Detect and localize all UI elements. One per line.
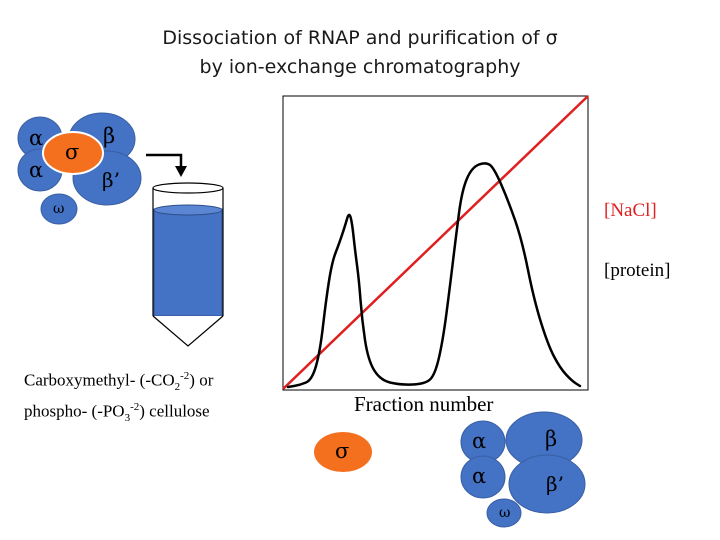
column-walls xyxy=(152,188,224,316)
transfer-arrowhead xyxy=(175,166,187,177)
column-rim xyxy=(152,182,224,194)
core-omega-subunit xyxy=(486,498,522,528)
core-alpha-subunit-2 xyxy=(460,455,506,499)
chart-frame xyxy=(282,95,589,391)
beta-label: β xyxy=(103,124,116,148)
core-enzyme-complex xyxy=(460,411,586,528)
core-omega-label: ω xyxy=(499,505,511,521)
core-alpha-label-1: α xyxy=(472,429,487,453)
title-line-2: by ion-exchange chromatography xyxy=(199,56,521,78)
resin-caption-line-2: phospho- (-PO3-2) cellulose xyxy=(24,397,213,428)
caption-1-suffix: ) or xyxy=(189,370,214,390)
sigma-subunit xyxy=(42,131,104,175)
elution-chart xyxy=(282,95,589,391)
title-line-1: Dissociation of RNAP and purification of… xyxy=(162,27,558,49)
caption-2-prefix: phospho- (-PO xyxy=(24,401,125,421)
chromatography-column xyxy=(152,182,224,347)
free-sigma xyxy=(314,432,372,472)
column-resin xyxy=(153,208,223,317)
holoenzyme-complex xyxy=(17,112,142,225)
caption-2-sup: -2 xyxy=(130,401,140,414)
nacl-label: [NaCl] xyxy=(604,200,657,221)
alpha-label-2: α xyxy=(29,158,44,182)
free-sigma-subunit xyxy=(314,432,372,472)
core-beta-prime-label: β’ xyxy=(546,472,564,496)
core-beta-label: β xyxy=(545,427,558,451)
resin-caption: Carboxymethyl- (-CO2-2) or phospho- (-PO… xyxy=(24,366,213,428)
sigma-label: σ xyxy=(65,140,80,164)
omega-subunit xyxy=(40,193,78,225)
core-alpha-label-2: α xyxy=(472,464,487,488)
caption-1-prefix: Carboxymethyl- (-CO xyxy=(24,370,175,390)
core-beta-prime-subunit xyxy=(508,454,586,514)
slide-title: Dissociation of RNAP and purification of… xyxy=(100,24,620,82)
caption-1-sub: 2 xyxy=(174,381,181,394)
protein-label: [protein] xyxy=(604,260,671,281)
column-outlet xyxy=(152,315,224,347)
protein-elution-curve xyxy=(286,162,582,389)
alpha-label-1: α xyxy=(29,126,44,150)
transfer-arrow xyxy=(146,153,183,168)
caption-2-sub: 3 xyxy=(124,412,131,425)
nacl-gradient-line xyxy=(282,95,589,390)
resin-top xyxy=(153,204,223,216)
free-sigma-label: σ xyxy=(335,439,350,463)
resin-caption-line-1: Carboxymethyl- (-CO2-2) or xyxy=(24,366,213,397)
omega-label: ω xyxy=(53,201,65,217)
x-axis-label: Fraction number xyxy=(354,392,494,416)
caption-1-sup: -2 xyxy=(180,370,190,382)
beta-prime-label: β’ xyxy=(102,168,120,192)
caption-2-suffix: ) cellulose xyxy=(139,401,210,421)
